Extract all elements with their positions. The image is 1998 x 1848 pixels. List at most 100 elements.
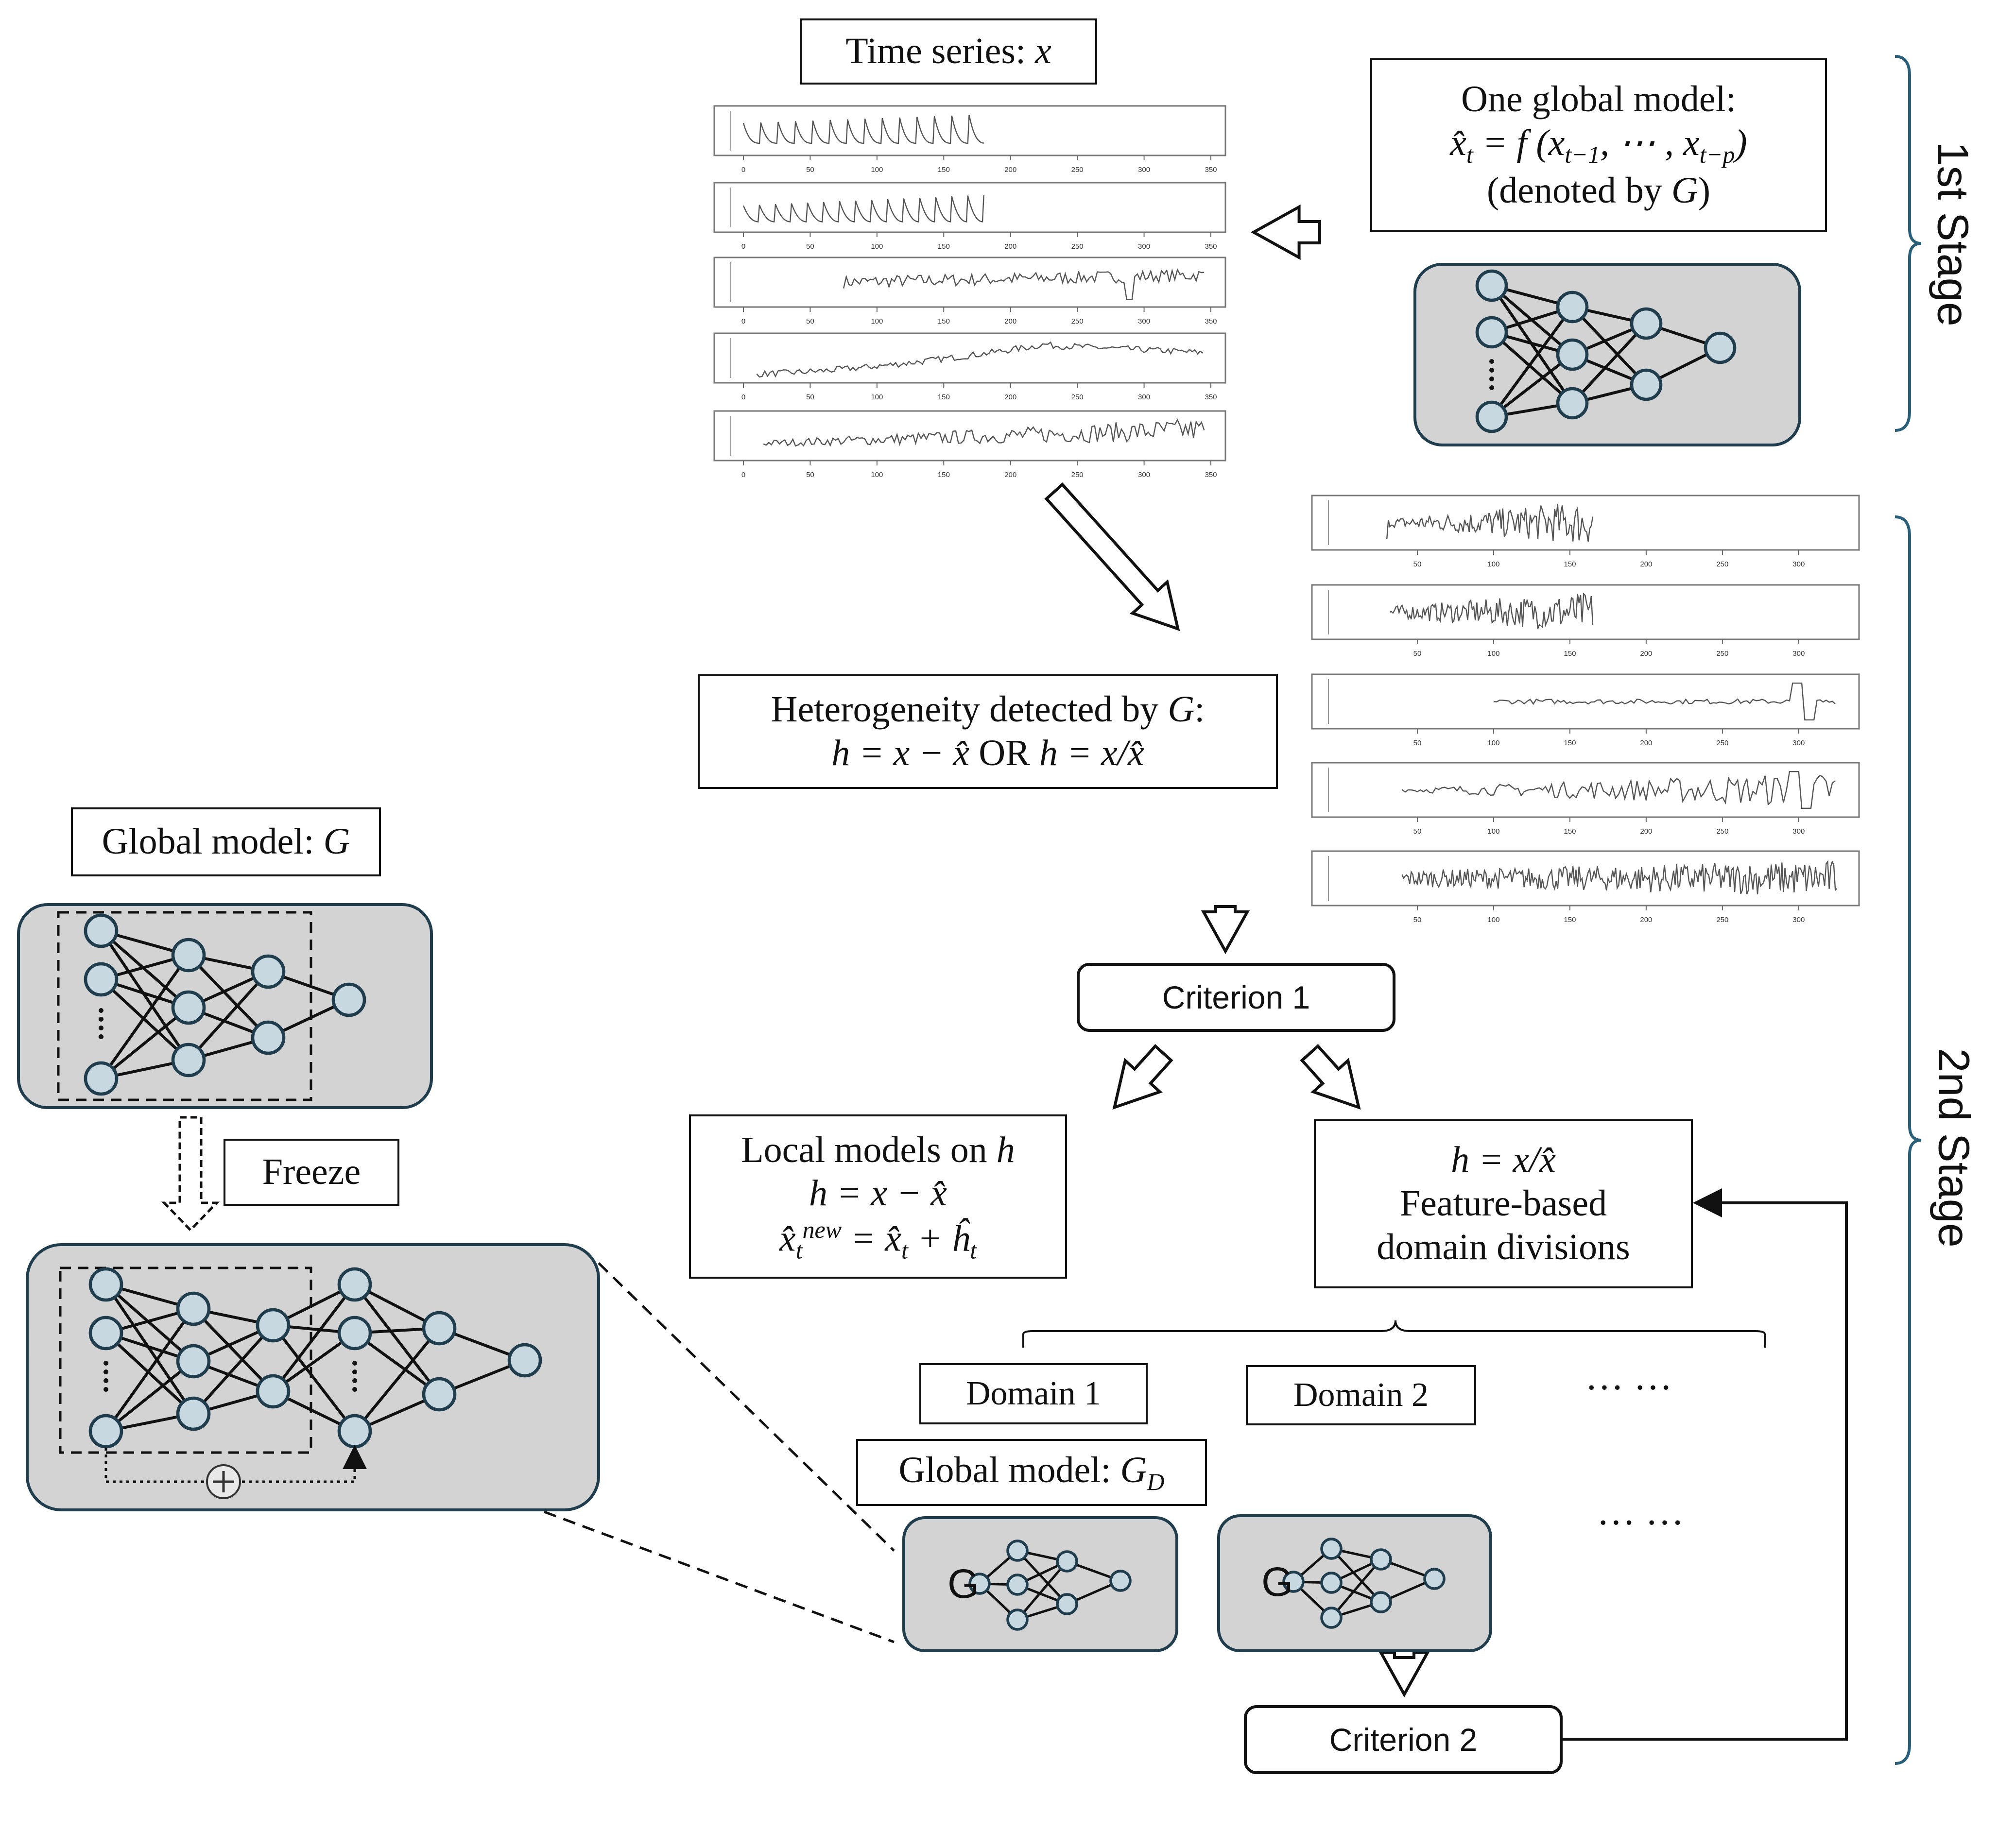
global-model-gd-var: G [1120, 1449, 1147, 1490]
nn-node [337, 1316, 372, 1351]
plot-tick-label: 100 [1487, 739, 1499, 747]
nn-node [507, 1343, 542, 1378]
nn-node [176, 1291, 211, 1326]
nn-node [1006, 1574, 1029, 1596]
plot-frame [1311, 850, 1860, 907]
nn-node [1370, 1548, 1392, 1571]
plot-tick-label: 50 [806, 471, 814, 479]
plot-tick-label: 150 [938, 166, 950, 174]
heterogeneity-formula: h = x − x̂ OR h = x/x̂ [831, 733, 1144, 773]
series-line [1493, 682, 1836, 721]
nn-node [176, 1396, 211, 1431]
plot-tick-label: 200 [1004, 166, 1016, 174]
nn-node [256, 1374, 291, 1409]
nn-ellipsis-dot [103, 1361, 108, 1366]
nn-node [422, 1377, 457, 1412]
nn-edge [104, 1332, 195, 1415]
heterogeneity-box: Heterogeneity detected by G: h = x − x̂ … [698, 674, 1278, 789]
series-line [843, 268, 1205, 300]
feature-h-formula: h = x/x̂ [1451, 1139, 1556, 1181]
nn-node [84, 1061, 119, 1096]
plot-tick-label: 50 [806, 393, 814, 401]
plot-tick-label: 250 [1071, 471, 1084, 479]
local-models-update-formula: x̂tnew = x̂t + ĥt [779, 1215, 977, 1264]
nn-node [337, 1414, 372, 1449]
model-panels [17, 263, 1801, 1652]
nn-edge [104, 1308, 195, 1432]
frozen-backbone-outline [59, 1266, 312, 1454]
nn-ellipsis-dot [1489, 359, 1494, 364]
plot-frame [713, 182, 1226, 233]
domain-2-model-g-glyph: G [1261, 1559, 1293, 1605]
local-models-box: Local models on h h = x − x̂ x̂tnew = x̂… [689, 1114, 1067, 1279]
extended-model-network-icon [88, 1267, 542, 1449]
criterion-2-feedback-arrow [1563, 1188, 1848, 1741]
nn-ellipsis-dot [1489, 376, 1494, 381]
series-line [756, 341, 1204, 378]
nn-node [1475, 400, 1508, 433]
residual-to-criterion-1-arrow [1201, 905, 1250, 955]
nn-node [88, 1316, 123, 1351]
criterion-2-box: Criterion 2 [1244, 1705, 1563, 1774]
plot-tick-label: 250 [1716, 650, 1728, 658]
plot-tick-label: 150 [1564, 739, 1576, 747]
domain-1-model-panel [902, 1516, 1178, 1652]
plot-tick-label: 350 [1205, 393, 1217, 401]
series-line [1390, 592, 1594, 629]
plot-frame [713, 105, 1226, 156]
plus-glyph [213, 1471, 234, 1492]
nn-edge [353, 1283, 441, 1395]
nn-node [171, 1043, 206, 1078]
plot-tick-label: 350 [1205, 317, 1217, 325]
global-model-g-box: Global model: G [71, 807, 381, 876]
plot-tick-label: 150 [938, 317, 950, 325]
plot-tick-label: 100 [871, 166, 883, 174]
one-global-model-title: One global model: [1461, 79, 1736, 120]
plot-tick-label: 200 [1004, 242, 1016, 251]
plot-tick-label: 200 [1640, 650, 1652, 658]
nn-edge [272, 1324, 356, 1432]
nn-ellipsis-dot [103, 1369, 108, 1374]
global-model-gd-label: Global model: [898, 1449, 1120, 1490]
nn-ellipsis-dot [103, 1387, 108, 1392]
nn-edge [1491, 331, 1573, 405]
plot-tick-label: 0 [741, 317, 745, 325]
plot-tick-label: 100 [871, 242, 883, 251]
nn-edge [192, 1324, 275, 1415]
domain-1-label: Domain 1 [965, 1374, 1102, 1412]
time-series-box: Time series: x [800, 18, 1097, 85]
global-model-g-panel [17, 903, 433, 1109]
nn-node [1630, 368, 1663, 401]
more-models-ellipsis: ··· ··· [1597, 1502, 1684, 1544]
plot-tick-label: 300 [1792, 827, 1805, 836]
plot-tick-label: 0 [741, 166, 745, 174]
nn-edge [100, 954, 190, 1079]
plot-tick-label: 200 [1640, 560, 1652, 568]
plot-tick-label: 200 [1004, 471, 1016, 479]
second-stage-label: 2nd Stage [1929, 1048, 1978, 1248]
nn-node [84, 913, 119, 948]
nn-node [1556, 338, 1589, 371]
global-model-g-var: G [323, 821, 350, 862]
plot-frame [713, 410, 1226, 462]
nn-edge [1330, 1548, 1382, 1603]
plot-frame [1311, 495, 1860, 551]
plot-tick-label: 100 [871, 317, 883, 325]
nn-ellipsis-dot [352, 1369, 357, 1374]
nn-node [251, 954, 286, 989]
nn-edge [105, 1283, 194, 1363]
domain-2-network-icon [1282, 1538, 1446, 1629]
criterion-1-to-feature-arrow [1300, 1044, 1361, 1110]
plot-tick-label: 300 [1792, 650, 1805, 658]
nn-ellipsis-dot [352, 1378, 357, 1383]
nn-edge [187, 970, 270, 1061]
plot-tick-label: 200 [1004, 317, 1016, 325]
nn-edge [100, 929, 189, 1009]
nn-edge [354, 1332, 440, 1396]
plot-tick-label: 50 [806, 166, 814, 174]
